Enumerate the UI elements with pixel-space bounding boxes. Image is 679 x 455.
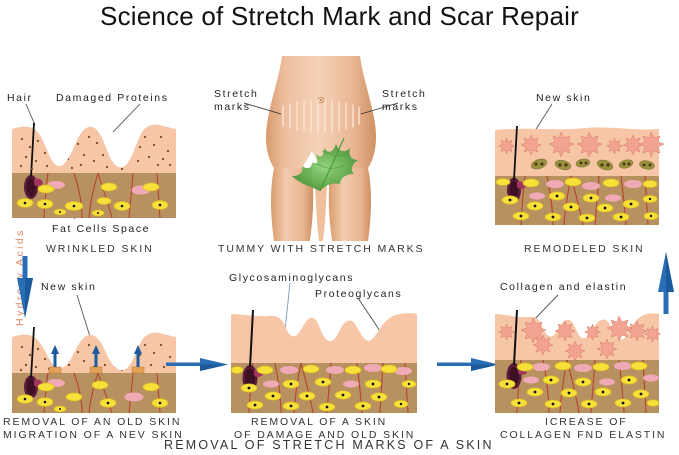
label-hair: Hair — [7, 92, 33, 104]
label-proteoglycans: Proteoglycans — [315, 288, 403, 300]
label-collagen-and-elastin: Collagen and elastin — [500, 281, 628, 293]
skin-cross-section-wrinkled — [12, 122, 176, 219]
caption-removal-damaged-line1: REMOVAL OF A SKIN — [251, 416, 388, 428]
caption-increase-collagen-line1: ICREASE OF — [545, 416, 628, 428]
fibroblast-cells — [497, 131, 665, 158]
label-marks-left-line2: marks — [214, 101, 251, 113]
down-arrow-left — [17, 256, 33, 318]
tummy-illustration — [243, 56, 399, 241]
caption-tummy: TUMMY WITH STRETCH MARKS — [218, 243, 425, 255]
up-arrow-right — [658, 252, 674, 314]
label-stretch-left-line1: Stretch — [214, 88, 259, 100]
proteoglycan-cells — [263, 364, 412, 388]
label-new-skin-bottom-left: New skin — [41, 281, 97, 293]
caption-remodeled-skin: REMODELED SKIN — [524, 243, 645, 255]
page-title: Science of Stretch Mark and Scar Repair — [100, 1, 579, 31]
skin-cross-section-damaged-removed — [230, 309, 417, 414]
label-damaged-proteins: Damaged Proteins — [56, 92, 169, 104]
label-fat-cells-space: Fat Cells Space — [52, 223, 151, 235]
right-arrow-1 — [166, 358, 228, 371]
caption-removal-old-skin-line2: MIGRATION OF A NEV SKIN — [3, 429, 184, 441]
hair-follicle-1 — [24, 122, 43, 199]
caption-increase-collagen-line2: COLLAGEN FND ELASTIN — [500, 429, 667, 441]
label-marks-right-line2: marks — [382, 101, 419, 113]
skin-cross-section-remodeled — [495, 125, 665, 226]
bottom-caption: REMOVAL OF STRETCH MARKS OF A SKIN — [164, 438, 494, 452]
label-glycosaminoglycans: Glycosaminoglycans — [229, 272, 355, 284]
caption-wrinkled-skin: WRINKLED SKIN — [46, 243, 154, 255]
caption-removal-old-skin-line1: REMOVAL OF AN OLD SKIN — [3, 416, 182, 428]
hair-follicle-6 — [506, 309, 527, 389]
skin-cross-section-collagen — [495, 309, 662, 414]
hair-follicle-4 — [24, 326, 43, 399]
melanocyte-cells — [530, 158, 655, 171]
collagen-elastin-cells — [497, 315, 662, 362]
caption-removal-damaged-line2: OF DAMAGE AND OLD SKIN — [234, 429, 416, 441]
skin-cross-section-migration — [12, 326, 176, 414]
leaf-icon — [292, 137, 358, 192]
label-stretch-right-line1: Stretch — [382, 88, 427, 100]
right-arrow-2 — [437, 358, 499, 371]
migration-arrows — [48, 345, 145, 374]
label-new-skin-top-right: New skin — [536, 92, 592, 104]
